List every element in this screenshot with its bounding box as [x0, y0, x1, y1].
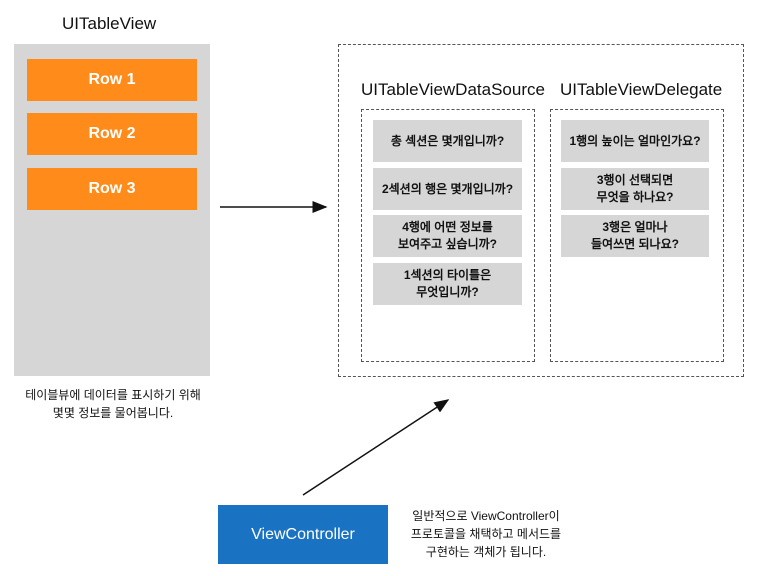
tableview-title: UITableView — [62, 14, 157, 33]
arrow-viewcontroller-to-protocols — [302, 399, 450, 496]
protocols-container — [338, 44, 744, 377]
table-row: Row 2 — [27, 113, 197, 155]
viewcontroller-box: ViewController — [218, 505, 388, 564]
tableview-caption: 테이블뷰에 데이터를 표시하기 위해 몇몇 정보를 물어봅니다. — [0, 386, 226, 422]
delegate-box — [550, 109, 724, 362]
table-row: Row 1 — [27, 59, 197, 101]
viewcontroller-caption: 일반적으로 ViewController이 프로토콜을 채택하고 메서드를 구현… — [410, 509, 562, 559]
delegate-question: 1행의 높이는 얼마인가요? — [561, 120, 709, 162]
datasource-question: 1섹션의 타이틀은 무엇입니까? — [373, 263, 522, 305]
delegate-question: 3행이 선택되면 무엇을 하나요? — [561, 168, 709, 210]
delegate-title: UITableViewDelegate — [560, 80, 723, 99]
delegate-question: 3행은 얼마나 들여쓰면 되나요? — [561, 215, 709, 257]
tableview-caption-line: 몇몇 정보를 물어봅니다. — [52, 406, 174, 420]
datasource-title: UITableViewDataSource — [361, 80, 545, 99]
datasource-question: 4행에 어떤 정보를 보여주고 싶습니까? — [373, 215, 522, 257]
datasource-box — [361, 109, 535, 362]
tableview-panel: Row 1 Row 2 Row 3 — [14, 44, 210, 376]
datasource-question: 총 섹션은 몇개입니까? — [373, 120, 522, 162]
tableview-caption-line: 테이블뷰에 데이터를 표시하기 위해 — [25, 388, 201, 402]
datasource-question: 2섹션의 행은 몇개입니까? — [373, 168, 522, 210]
table-row: Row 3 — [27, 168, 197, 210]
